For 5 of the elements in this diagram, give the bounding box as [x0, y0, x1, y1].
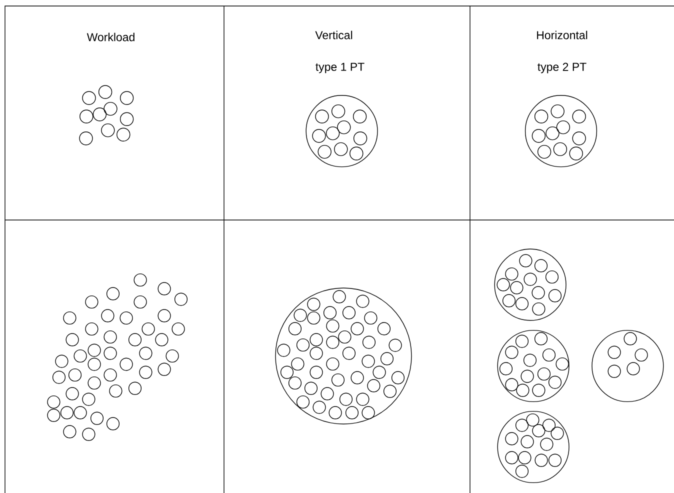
column-heading: type 1 PT [316, 62, 364, 74]
column-heading: type 2 PT [538, 62, 586, 74]
column-heading: Horizontal [537, 30, 588, 40]
column-heading: Workload [86, 32, 134, 42]
column-heading: Vertical [315, 30, 352, 40]
